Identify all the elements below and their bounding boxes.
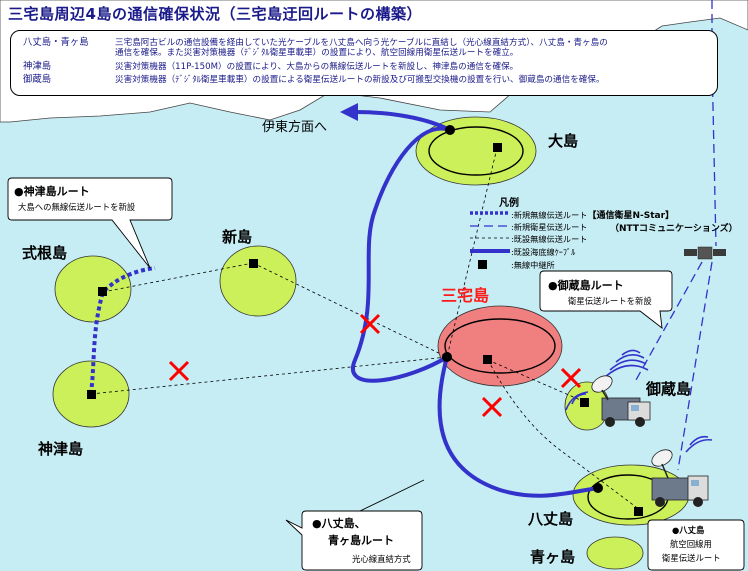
legend-item-new-wireless: :新規無線伝送ルート【通信衛星N-Star】 [511, 208, 674, 221]
ito-arrowhead [340, 103, 358, 121]
x-mark-hachijo [481, 396, 503, 418]
legend-satellite-name: 【通信衛星N-Star】 [587, 211, 675, 221]
shikinejima-island[interactable] [54, 255, 132, 323]
info-label: 八丈島・青ヶ島 [23, 37, 89, 48]
label-hachijojima: 八丈島 [528, 510, 574, 528]
label-mikurajima: 御蔵島 [646, 380, 692, 398]
satellite-icon [684, 246, 726, 260]
broken-link-marks [168, 313, 582, 418]
bubble-air-title: ●八丈島 [672, 525, 705, 535]
info-text: 三宅島阿古ビルの通信設備を経由していた光ケーブルを八丈島へ向う光ケーブルに直結し… [115, 38, 608, 48]
oshima-island[interactable] [415, 116, 537, 186]
existing-wireless-routes [90, 147, 641, 511]
route-shikine-niijima [102, 262, 254, 293]
submarine-cable-ito [354, 110, 451, 132]
route-miyake-hachijo [487, 359, 641, 511]
bubble-kozu-shape [7, 177, 173, 269]
info-label: 御蔵島 [23, 74, 52, 85]
bubble-air-sub-1: 航空回線用 [670, 539, 712, 549]
bubble-kozu-title: ●神津島ルート [14, 185, 90, 198]
satellite-truck-hachijo [651, 449, 709, 507]
miyakejima-island[interactable] [437, 305, 563, 387]
bubble-mikura-shape [539, 270, 673, 330]
label-kozushima: 神津島 [38, 440, 84, 458]
label-oshima: 大島 [548, 132, 579, 150]
bubble-hachijo-title-2: 青ヶ島ルート [328, 534, 394, 547]
new-wireless-route-kozu [89, 266, 156, 395]
miyakejima-ring [444, 318, 556, 374]
legend-title: 凡例 [499, 198, 519, 209]
bubble-hachijo-title-1: ●八丈島、 [312, 517, 366, 530]
bubble-hachijo-air-shape [647, 519, 745, 571]
x-mark-kozu [168, 360, 190, 382]
aogashima-island[interactable] [586, 536, 644, 570]
info-text-continued: 通信を確保。また災害対策機器（ﾃﾞｼﾞﾀﾙ衛星車載車）の設置により、航空回線用衛… [115, 48, 519, 58]
info-row-kozu: 神津島 災害対策機器（11P-150M）の設置により、大島からの無線伝送ルートを新… [23, 61, 518, 73]
legend-label: :新規無線伝送ルート [511, 210, 588, 220]
legend-item-relay-station: :無線中継所 [511, 260, 555, 270]
legend-item-existing-wireless: :既設無線伝送ルート [511, 234, 588, 244]
info-box: 八丈島・青ヶ島 三宅島阿古ビルの通信設備を経由していた光ケーブルを八丈島へ向う光ケ… [10, 30, 718, 96]
route-kozu-miyake [90, 356, 448, 395]
info-row-mikura: 御蔵島 災害対策機器（ﾃﾞｼﾞﾀﾙ衛星車載車）の設置による衛星伝送ルートの新設及び… [23, 74, 605, 86]
route-niijima-miyake [252, 262, 448, 358]
x-mark-niijima [359, 313, 381, 335]
oshima-ring [428, 126, 524, 176]
legend-satellite-operator: （NTTコミュニケーションズ） [610, 224, 738, 234]
label-niijima: 新島 [222, 228, 253, 246]
satellite-truck-mikura [591, 375, 651, 427]
info-text: 災害対策機器（ﾃﾞｼﾞﾀﾙ衛星車載車）の設置による衛星伝送ルートの新設及び可搬型… [115, 75, 605, 85]
info-row-hachijo: 八丈島・青ヶ島 三宅島阿古ビルの通信設備を経由していた光ケーブルを八丈島へ向う光ケ… [23, 37, 608, 49]
legend-samples [470, 211, 510, 269]
info-text: 災害対策機器（11P-150M）の設置により、大島からの無線伝送ルートを新設し、… [115, 62, 519, 72]
submarine-cable-hachijo [437, 356, 599, 498]
x-mark-mikura [560, 367, 582, 389]
radio-waves-hachijo [685, 435, 713, 453]
niijima-island[interactable] [219, 245, 297, 317]
radio-waves-mikura [565, 349, 649, 411]
page-title: 三宅島周辺4島の通信確保状況（三宅島迂回ルートの構築） [8, 5, 422, 23]
relay-stations [87, 125, 643, 516]
bubble-hachijo-sub: 光心線直結方式 [352, 554, 411, 564]
bubble-air-sub-2: 衛星伝送ルート [662, 553, 721, 563]
label-miyakejima: 三宅島 [441, 286, 490, 305]
bubble-mikura-title: ●御蔵島ルート [548, 279, 624, 292]
label-aogashima: 青ヶ島 [530, 548, 576, 566]
bubble-mikura-sub: 衛星伝送ルートを新設 [568, 296, 652, 306]
legend-item-new-satellite: :新規衛星伝送ルート [511, 222, 588, 232]
info-label: 神津島 [23, 61, 52, 72]
bubble-kozu-sub: 大島への無線伝送ルートを新設 [18, 202, 136, 212]
label-shikinejima: 式根島 [22, 244, 68, 262]
submarine-cable-main [351, 126, 451, 383]
label-ito: 伊東方面へ [262, 120, 328, 135]
legend-item-existing-cable: :既設海底線ｹｰﾌﾞﾙ [511, 247, 576, 257]
bubble-hachijo-aoga-shape [285, 479, 425, 571]
